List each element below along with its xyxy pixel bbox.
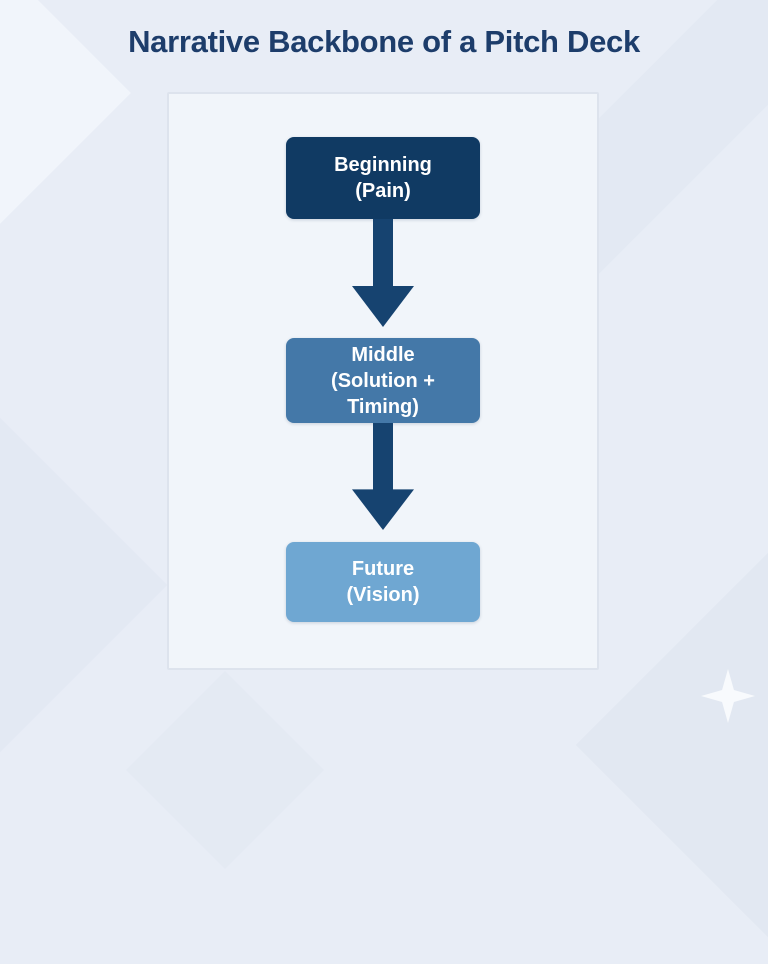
down-arrow-icon <box>352 219 414 327</box>
flow-node-label: Future (Vision) <box>346 558 420 606</box>
sparkle-icon <box>701 669 755 723</box>
flow-node-label: Middle (Solution + Timing) <box>331 343 435 418</box>
flow-connector <box>351 423 415 530</box>
flow-node-future: Future (Vision) <box>286 542 480 622</box>
flow-node-beginning: Beginning (Pain) <box>286 137 480 219</box>
page-title: Narrative Backbone of a Pitch Deck <box>128 24 640 59</box>
flow-node-label: Beginning (Pain) <box>334 154 432 202</box>
background-chevron-bottom-left <box>0 337 168 833</box>
flow-node-middle: Middle (Solution + Timing) <box>286 338 480 423</box>
background-diamond-bottom-right <box>575 525 768 964</box>
background-chevron-bottom-middle <box>126 671 324 869</box>
flow-connector <box>351 219 415 327</box>
diagram-panel: Beginning (Pain) Middle (Solution + Timi… <box>167 92 599 670</box>
down-arrow-icon <box>352 423 414 530</box>
